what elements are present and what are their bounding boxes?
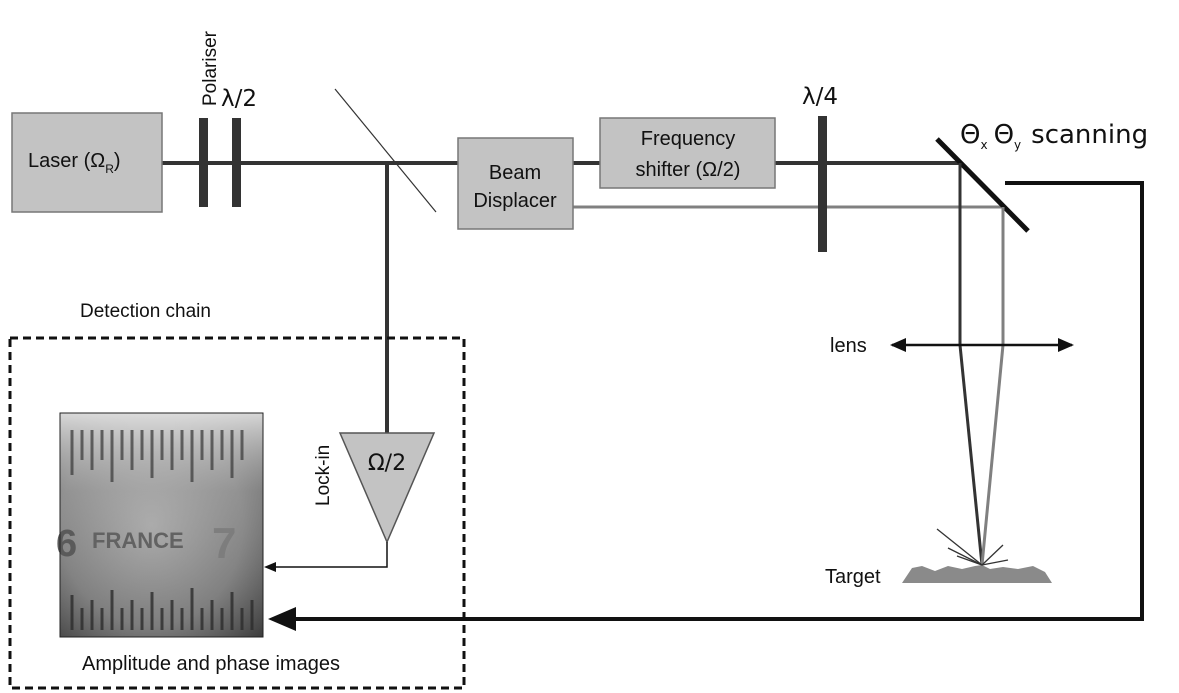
scanning-mirror bbox=[935, 137, 1030, 233]
beam-displacer-label-line1: Beam bbox=[489, 162, 541, 184]
image-digit-right: 7 bbox=[212, 519, 236, 568]
main-beam-focus bbox=[958, 344, 984, 566]
frequency-shifter-label-line1: Frequency bbox=[641, 128, 736, 150]
lock-in-amplifier bbox=[338, 432, 436, 544]
laser-subscript: R bbox=[105, 162, 114, 176]
quarter-wave-label: λ/4 bbox=[802, 84, 838, 110]
theta-y-subscript: y bbox=[1014, 138, 1021, 152]
detection-chain-box bbox=[8, 336, 466, 690]
detection-chain-label: Detection chain bbox=[80, 301, 211, 322]
theta-y-symbol: Θ bbox=[994, 120, 1014, 150]
frequency-shifter-label-line2: shifter (Ω/2) bbox=[636, 159, 741, 181]
scatter-ray-1 bbox=[936, 528, 983, 566]
lock-in-output-line bbox=[276, 542, 388, 568]
lock-in-frequency-label: Ω/2 bbox=[368, 451, 406, 476]
reference-return-path bbox=[292, 181, 1144, 621]
lock-in-label: Lock-in bbox=[313, 445, 334, 506]
image-digit-left: 6 bbox=[56, 523, 77, 565]
image-stamp-text: FRANCE bbox=[92, 528, 184, 553]
svg-text:Laser (ΩR): Laser (ΩR) bbox=[28, 150, 121, 176]
lock-in-output-arrow bbox=[264, 562, 276, 572]
polariser-label: Polariser bbox=[200, 30, 221, 106]
scatter-ray-2 bbox=[947, 547, 983, 566]
lens-arrow-left bbox=[890, 338, 906, 352]
amplitude-phase-label: Amplitude and phase images bbox=[82, 653, 340, 675]
quarter-wave-plate bbox=[818, 116, 827, 252]
scanning-label: scanning bbox=[1031, 120, 1148, 150]
half-wave-label: λ/2 bbox=[221, 86, 257, 112]
lens-arrow-right bbox=[1058, 338, 1074, 352]
reference-return-arrow bbox=[268, 607, 296, 631]
theta-x-subscript: x bbox=[980, 138, 987, 152]
polariser-plate bbox=[199, 118, 208, 207]
scatter-ray-5 bbox=[981, 559, 1009, 566]
amplitude-phase-image: 6 FRANCE 7 bbox=[56, 412, 264, 638]
target-surface bbox=[902, 565, 1052, 583]
beam-displacer-label-line2: Displacer bbox=[473, 190, 557, 212]
laser-label-close: ) bbox=[114, 150, 121, 172]
laser-label: Laser (Ω bbox=[28, 150, 105, 172]
beam-displacer-box bbox=[457, 137, 574, 230]
half-wave-plate bbox=[232, 118, 241, 207]
laser-box bbox=[11, 112, 163, 213]
frequency-shifter-box bbox=[599, 117, 776, 189]
beam-splitter bbox=[334, 88, 437, 213]
shifted-beam-focus bbox=[980, 344, 1005, 566]
scatter-ray-3 bbox=[956, 555, 983, 566]
target-label: Target bbox=[825, 566, 881, 588]
theta-x-symbol: Θ bbox=[960, 120, 980, 150]
lens-label: lens bbox=[830, 335, 867, 357]
scatter-ray-4 bbox=[981, 544, 1004, 566]
